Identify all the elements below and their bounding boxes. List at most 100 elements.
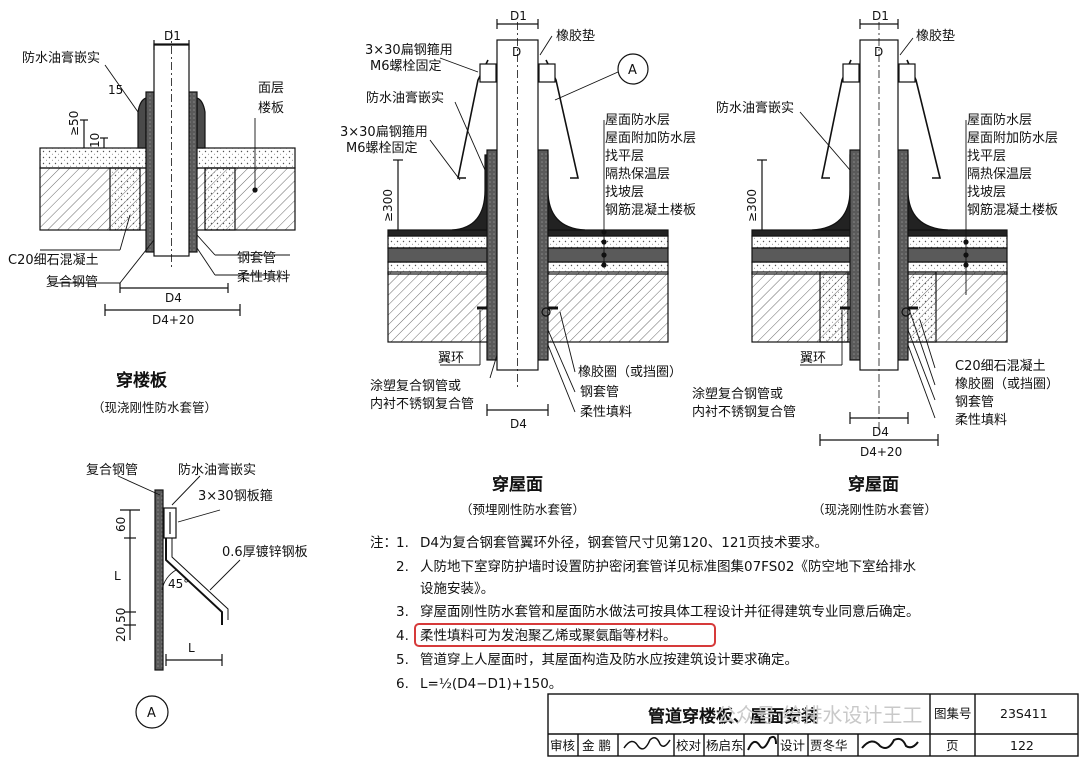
layer-3: 找平层 xyxy=(967,149,1006,164)
label-strap-1: 3×30扁钢箍用 xyxy=(365,42,453,58)
layer-1: 屋面防水层 xyxy=(605,112,670,128)
note-5-text: 管道穿上人屋面时，其屋面构造及防水应按建筑设计要求确定。 xyxy=(420,651,798,668)
title-roof-embedded: 穿屋面 xyxy=(492,474,543,495)
dim-60: 60 xyxy=(114,517,128,532)
callout-a-bubble xyxy=(135,695,169,729)
label-sealant: 防水油膏嵌实 xyxy=(178,462,256,478)
layer-5: 找坡层 xyxy=(605,185,644,200)
label-sleeve: 钢套管 xyxy=(955,394,994,410)
label-sleeve: 钢套管 xyxy=(237,250,276,266)
signature-check xyxy=(747,735,777,751)
dim-10: 10 xyxy=(88,133,102,148)
label-filler: 柔性填料 xyxy=(237,270,289,285)
label-strap: 3×30钢板箍 xyxy=(198,488,273,504)
roof-penetration-embedded-drawing xyxy=(387,19,669,416)
dim-50: ≥50 xyxy=(67,111,81,136)
galvanized-sheet xyxy=(165,538,223,625)
dim-45: 45° xyxy=(168,577,189,591)
atlas-label: 图集号 xyxy=(934,706,972,721)
design-name: 贾冬华 xyxy=(810,738,848,753)
note-1-text: D4为复合钢套管翼环外径，钢套管尺寸见第120、121页技术要求。 xyxy=(420,534,828,551)
layer-4: 隔热保温层 xyxy=(605,167,670,182)
dim-d: D xyxy=(512,45,521,59)
note-2-num: 2. xyxy=(396,559,409,575)
label-coated-1: 涂塑复合钢管或 xyxy=(692,386,783,402)
title-floor: 穿楼板 xyxy=(116,370,168,391)
sealant-mound xyxy=(137,97,147,149)
dim-300: ≥300 xyxy=(381,189,395,222)
label-filler: 柔性填料 xyxy=(955,413,1007,428)
label-bolt-1: M6螺栓固定 xyxy=(370,59,442,74)
note-2b-text: 设施安装》。 xyxy=(420,581,494,597)
label-wing: 翼环 xyxy=(800,351,826,366)
label-wing: 翼环 xyxy=(438,351,464,366)
layer-5: 找坡层 xyxy=(967,185,1006,200)
layer-2: 屋面附加防水层 xyxy=(967,130,1058,146)
steel-sleeve xyxy=(486,149,498,361)
dim-d4-20: D4+20 xyxy=(152,313,194,327)
design-label: 设计 xyxy=(780,738,805,753)
layer-6: 钢筋混凝土楼板 xyxy=(967,202,1058,218)
page-label: 页 xyxy=(946,738,959,753)
label-oring: 橡胶圈（或挡圈） xyxy=(955,376,1059,392)
label-gasket: 橡胶垫 xyxy=(916,28,955,44)
layer-4: 隔热保温层 xyxy=(967,167,1032,182)
subtitle-roof-cast: （现浇刚性防水套管） xyxy=(812,502,937,517)
label-surface: 面层 xyxy=(258,81,284,96)
callout-a-text: A xyxy=(628,63,637,78)
dim-d4: D4 xyxy=(165,291,182,305)
note-4-num: 4. xyxy=(396,628,409,644)
note-1-num: 1. xyxy=(396,535,409,551)
label-oring: 橡胶圈（或挡圈） xyxy=(578,364,682,380)
note-6-num: 6. xyxy=(396,676,409,692)
steel-sleeve xyxy=(145,91,155,253)
callout-a-bubble xyxy=(617,53,649,85)
notes-block: 注： 1. D4为复合钢套管翼环外径，钢套管尺寸见第120、121页技术要求。 … xyxy=(370,534,920,692)
label-coated-2: 内衬不锈钢复合管 xyxy=(370,396,474,412)
note-6-text: L=½(D4−D1)+150。 xyxy=(420,676,562,692)
layer-1: 屋面防水层 xyxy=(967,112,1032,128)
layer-3: 找平层 xyxy=(605,149,644,164)
floor-penetration-drawing xyxy=(39,30,296,316)
dim-d: D xyxy=(874,45,883,59)
page-number: 122 xyxy=(1010,738,1034,753)
note-5-num: 5. xyxy=(396,652,409,668)
label-bolt-2: M6螺栓固定 xyxy=(346,141,418,156)
title-roof-cast: 穿屋面 xyxy=(848,474,899,495)
signature-design xyxy=(861,737,919,749)
layer-2: 屋面附加防水层 xyxy=(605,130,696,146)
dim-300: ≥300 xyxy=(745,189,759,222)
dim-d4: D4 xyxy=(872,425,889,439)
label-coated-1: 涂塑复合钢管或 xyxy=(370,378,461,394)
label-sheet: 0.6厚镀锌钢板 xyxy=(222,544,308,560)
label-strap-2: 3×30扁钢箍用 xyxy=(340,124,428,140)
dim-l: L xyxy=(114,569,121,583)
composite-pipe-wall xyxy=(154,489,164,671)
label-composite: 复合钢管 xyxy=(46,275,98,290)
dim-d4-20: D4+20 xyxy=(860,445,902,459)
drawing-title: 管道穿楼板、屋面安装 xyxy=(648,706,818,727)
label-sealant: 防水油膏嵌实 xyxy=(22,50,100,66)
review-name: 金 鹏 xyxy=(582,738,611,753)
note-2-text: 人防地下室穿防护墙时设置防护密闭套管详见标准图集07FS02《防空地下室给排水 xyxy=(420,558,916,575)
notes-prefix: 注： xyxy=(370,535,397,551)
label-sealant: 防水油膏嵌实 xyxy=(716,100,794,116)
label-sleeve: 钢套管 xyxy=(580,384,619,400)
dim-20-50: 20,50 xyxy=(114,608,128,642)
subtitle-roof-embedded: （预埋刚性防水套管） xyxy=(460,502,585,517)
callout-a-text: A xyxy=(147,706,156,721)
dim-15: 15 xyxy=(108,83,123,97)
label-c20: C20细石混凝土 xyxy=(955,358,1046,374)
atlas-number: 23S411 xyxy=(1000,706,1048,721)
dim-d1: D1 xyxy=(872,9,889,23)
check-label: 校对 xyxy=(676,738,701,753)
title-block xyxy=(547,693,1079,757)
note-3-num: 3. xyxy=(396,604,409,620)
label-sealant: 防水油膏嵌实 xyxy=(366,90,444,106)
dim-d4: D4 xyxy=(510,417,527,431)
label-gasket: 橡胶垫 xyxy=(556,28,595,44)
roof-penetration-cast-drawing xyxy=(751,19,1008,446)
label-slab: 楼板 xyxy=(258,101,284,116)
layer-6: 钢筋混凝土楼板 xyxy=(605,202,696,218)
